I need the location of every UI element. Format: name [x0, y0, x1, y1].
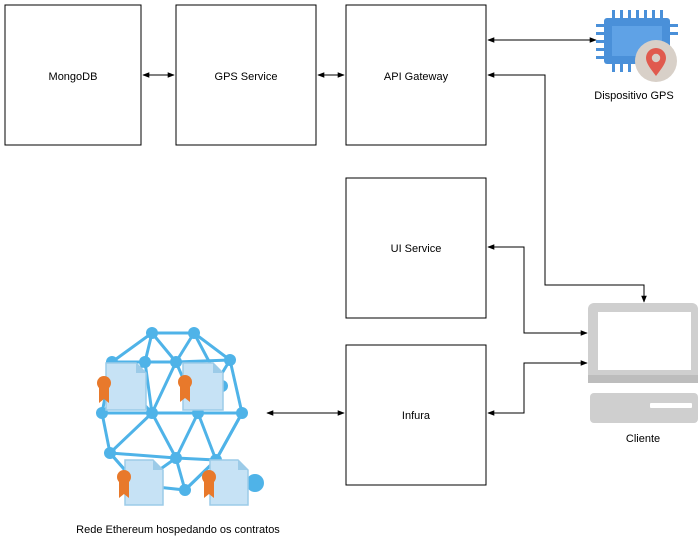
client-label: Cliente: [626, 433, 660, 445]
node-infura: Infura: [345, 344, 487, 486]
node-mongodb-label: MongoDB: [49, 71, 98, 83]
ethereum-network-label: Rede Ethereum hospedando os contratos: [76, 524, 280, 536]
node-mongodb: MongoDB: [4, 4, 142, 146]
node-api-gateway-label: API Gateway: [384, 71, 449, 83]
blockchain-network-with-contracts-icon: [96, 327, 264, 506]
edge-ui-service-client: [487, 244, 588, 336]
chip-with-location-pin-icon: [596, 10, 678, 82]
edge-infura-client: [487, 360, 588, 416]
node-api-gateway: API Gateway: [345, 4, 487, 146]
edge-api-gateway-client: [487, 72, 647, 303]
node-ui-service-label: UI Service: [391, 243, 442, 255]
desktop-computer-icon: [588, 303, 698, 423]
node-gps-service: GPS Service: [175, 4, 317, 146]
node-infura-label: Infura: [402, 410, 431, 422]
node-gps-service-label: GPS Service: [215, 71, 278, 83]
node-ui-service: UI Service: [345, 177, 487, 319]
gps-device-label: Dispositivo GPS: [594, 90, 673, 102]
